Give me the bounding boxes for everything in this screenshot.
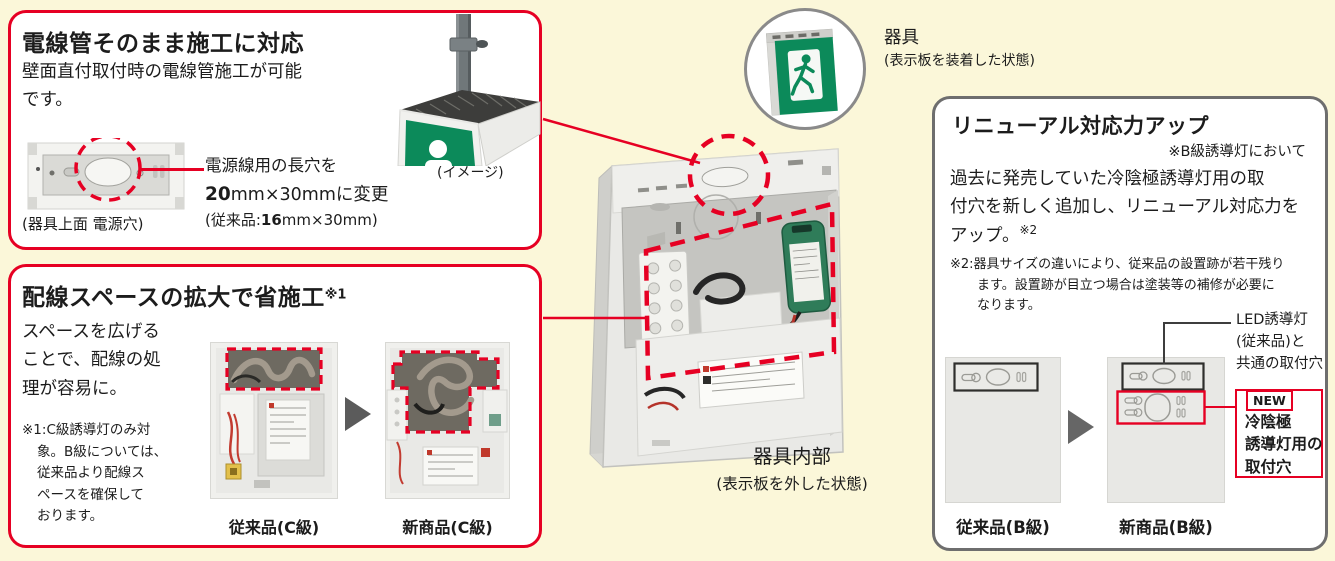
label-line: 取付穴	[1245, 457, 1292, 476]
note-line: ※2:器具サイズの違いにより、従来品の設置跡が若干残り	[950, 257, 1285, 272]
caption-old-c: 従来品(C級)	[228, 518, 320, 537]
body-line: 付穴を新しく追加し、リニューアル対応力を	[950, 197, 1300, 217]
feature-box-renewal-subtitle: ※B級誘導灯において	[1168, 144, 1306, 160]
label-line: 冷陰極	[1245, 413, 1292, 431]
device-interior-photo	[542, 117, 844, 469]
body-line: です。	[22, 90, 73, 111]
new-product-c-photo	[385, 342, 510, 499]
caption-old-b: 従来品(B級)	[956, 518, 1050, 537]
footnote-ref: ※1	[324, 287, 347, 303]
device-circle	[744, 8, 866, 130]
callout-line: 電源線用の長穴を	[205, 156, 337, 175]
arrow-right-icon	[345, 397, 371, 431]
power-hole-caption: (器具上面 電源穴)	[22, 215, 144, 233]
common-holes-label: LED誘導灯 (従来品)と 共通の取付穴	[1236, 310, 1323, 375]
new-badge: NEW	[1246, 390, 1293, 411]
person-shoulders	[425, 160, 452, 166]
feature-box-renewal-title: リニューアル対応力アップ	[952, 114, 1209, 138]
device-sublabel: (表示板を装着した状態)	[884, 53, 1035, 69]
body-line: スペースを広げる	[22, 322, 160, 342]
feature-box-renewal-note: ※2:器具サイズの違いにより、従来品の設置跡が若干残り ます。設置跡が目立つ場合…	[950, 255, 1284, 317]
callout-line: 20mm×30mmに変更	[205, 184, 389, 205]
new-dimension-value: 20	[205, 184, 231, 205]
conduit-image-caption: (イメージ)	[437, 165, 504, 181]
conduit-mount-illustration	[397, 14, 541, 166]
exit-sign-illustration	[765, 28, 838, 116]
running-man-icon	[790, 62, 815, 96]
callout-line: (従来品:16mm×30mm)	[205, 211, 378, 229]
highlight-circle	[687, 133, 771, 217]
note-line: ※1:C級誘導灯のみ対	[22, 422, 151, 438]
device-label: 器具	[884, 28, 919, 48]
highlight-rect	[643, 201, 837, 381]
feature-box-renewal-body: 過去に発売していた冷陰極誘導灯用の取 付穴を新しく追加し、リニューアル対応力を …	[950, 165, 1299, 250]
caption-new-b: 新商品(B級)	[1119, 518, 1213, 537]
old-dimension-value: 16	[260, 211, 282, 229]
connector-line	[1163, 322, 1165, 364]
new-product-b-diagram	[1107, 357, 1225, 503]
highlight-polygon	[391, 350, 500, 434]
note-line: おります。	[37, 508, 104, 525]
connector-line	[1204, 406, 1235, 408]
note-line: 象。B級については、	[37, 443, 168, 460]
interior-caption: 器具内部	[752, 445, 831, 468]
note-line: 従来品より配線ス	[37, 465, 145, 482]
label-line: 共通の取付穴	[1236, 355, 1323, 372]
body-line: ことで、配線の処	[22, 350, 161, 371]
body-line: アップ。※2	[950, 223, 1038, 246]
feature-box-wiring-title: 配線スペースの拡大で省施工※1	[22, 285, 347, 311]
footnote-ref: ※2	[1019, 223, 1038, 237]
body-line: 過去に発売していた冷陰極誘導灯用の取	[950, 169, 1265, 189]
new-holes-label: 冷陰極 誘導灯用の 取付穴	[1245, 411, 1323, 478]
old-product-b-diagram	[945, 357, 1061, 503]
label-line: (従来品)と	[1236, 333, 1306, 350]
feature-box-conduit-body: 壁面直付取付時の電線管施工が可能 です。	[22, 58, 352, 115]
feature-box-wiring-body: スペースを広げる ことで、配線の処 理が容易に。	[22, 318, 161, 403]
body-line: 壁面直付取付時の電線管施工が可能	[22, 62, 302, 82]
body-line: 理が容易に。	[22, 378, 127, 399]
label-line: 誘導灯用の	[1245, 435, 1323, 454]
feature-box-conduit-title: 電線管そのまま施工に対応	[22, 31, 304, 57]
interior-subcaption: (表示板を外した状態)	[716, 475, 868, 493]
connector-line	[1163, 322, 1231, 324]
interior-caption-block: 器具内部 (表示板を外した状態)	[702, 440, 882, 494]
power-hole-photo	[27, 138, 185, 210]
arrow-right-icon	[1068, 410, 1094, 444]
old-product-c-photo	[210, 342, 338, 499]
person-head	[429, 140, 447, 158]
power-hole-callout: 電源線用の長穴を 20mm×30mmに変更 (従来品:16mm×30mm)	[205, 152, 388, 230]
leader-line-conduit	[542, 117, 701, 165]
highlight-rect	[225, 347, 323, 391]
new-holes-rect	[1116, 390, 1206, 425]
caption-new-c: 新商品(C級)	[402, 518, 493, 537]
note-line: ます。設置跡が目立つ場合は塗装等の補修が必要に	[977, 277, 1275, 293]
note-line: ペースを確保して	[37, 486, 144, 503]
battery	[781, 220, 832, 314]
label-line: LED誘導灯	[1236, 312, 1308, 328]
note-line: なります。	[977, 298, 1041, 314]
feature-box-wiring-note: ※1:C級誘導灯のみ対 象。B級については、 従来品より配線ス ペースを確保して…	[22, 420, 167, 528]
callout-leader-line	[140, 168, 204, 171]
